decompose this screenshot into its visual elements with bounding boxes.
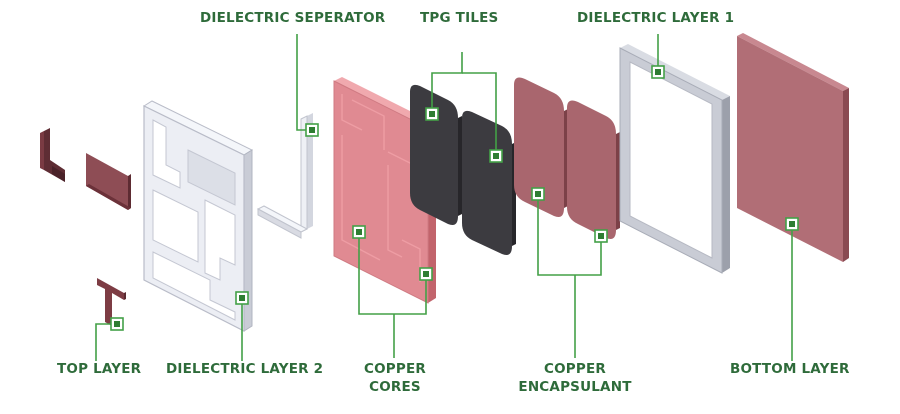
marker-top-layer — [110, 317, 124, 331]
marker-copper-cores-1 — [352, 225, 366, 239]
top-layer-piece-t — [97, 278, 126, 326]
label-copper-cores: COPPER CORES — [350, 360, 440, 396]
marker-bottom-layer — [785, 217, 799, 231]
marker-dielectric-seperator — [305, 123, 319, 137]
label-copper-encapsulant: COPPER ENCAPSULANT — [510, 360, 640, 396]
tpg-tile-1 — [410, 84, 462, 225]
label-bottom-layer: BOTTOM LAYER — [730, 361, 850, 377]
marker-copper-encapsulant-1 — [531, 187, 545, 201]
dielectric-seperator-shape — [256, 113, 313, 239]
label-copper-cores-line2: CORES — [369, 379, 421, 395]
bottom-layer-shape — [737, 33, 849, 262]
top-layer-piece-plate — [86, 153, 131, 210]
leader-lines — [95, 34, 793, 361]
marker-copper-cores-2 — [419, 267, 433, 281]
label-copper-encapsulant-line2: ENCAPSULANT — [518, 379, 632, 395]
marker-dielectric-layer-2 — [235, 291, 249, 305]
label-dielectric-layer-2: DIELECTRIC LAYER 2 — [166, 361, 324, 377]
dielectric-layer-1-shape — [619, 44, 730, 274]
tpg-tile-2 — [462, 110, 516, 255]
dielectric-layer-2-shape — [142, 100, 254, 332]
label-dielectric-layer-1: DIELECTRIC LAYER 1 — [577, 10, 735, 26]
label-tpg-tiles: TPG TILES — [420, 10, 499, 26]
marker-dielectric-layer-1 — [651, 65, 665, 79]
label-copper-encapsulant-line1: COPPER — [544, 361, 606, 377]
label-top-layer: TOP LAYER — [57, 361, 142, 377]
copper-encapsulant-2 — [567, 100, 620, 239]
top-layer-piece-l — [40, 128, 65, 182]
marker-tpg-tile-2 — [489, 149, 503, 163]
marker-tpg-tile-1 — [425, 107, 439, 121]
label-copper-cores-line1: COPPER — [364, 361, 426, 377]
marker-copper-encapsulant-2 — [594, 229, 608, 243]
label-dielectric-seperator: DIELECTRIC SEPERATOR — [200, 10, 386, 26]
